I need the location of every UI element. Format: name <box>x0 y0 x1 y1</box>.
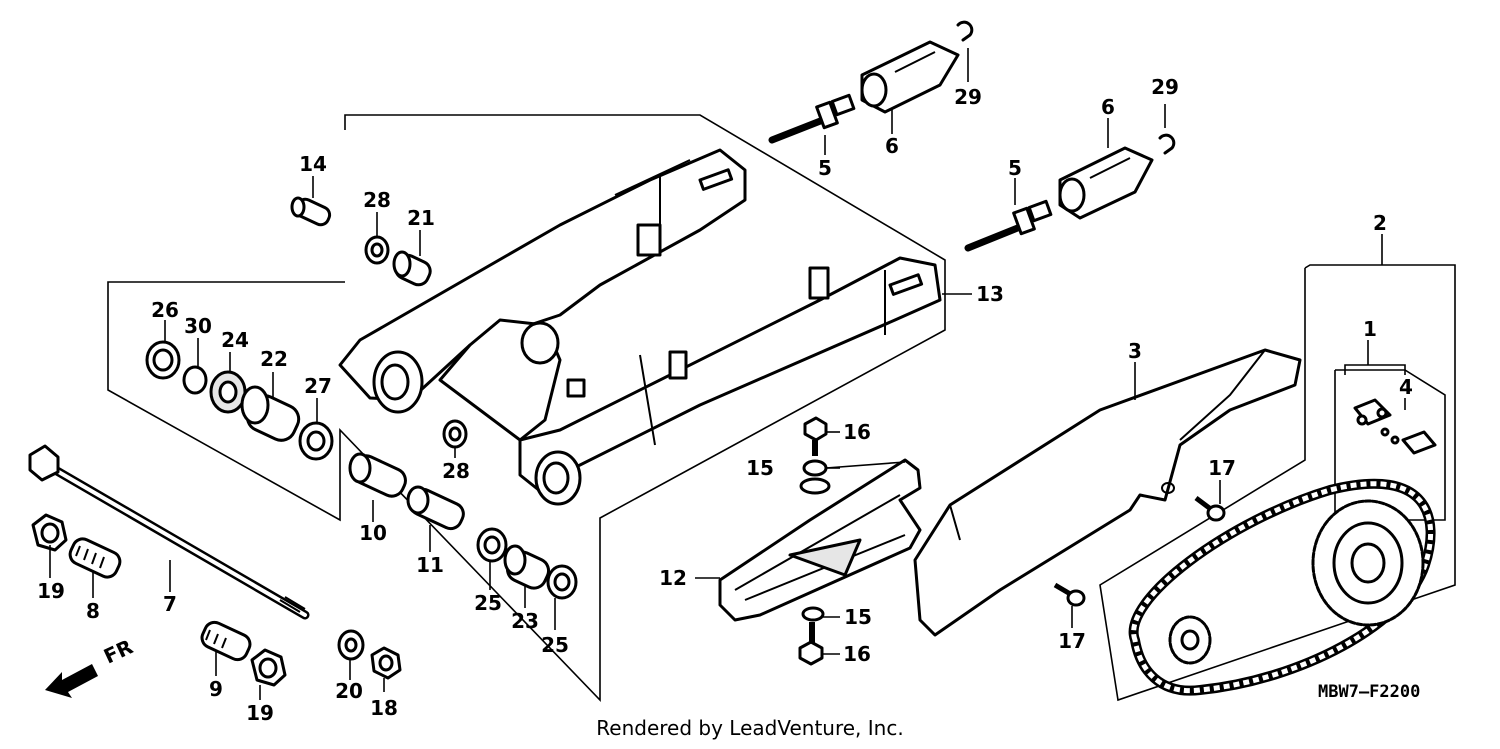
callout-3: 3 <box>1128 339 1142 363</box>
bolt-16b <box>798 622 824 666</box>
callout-24: 24 <box>221 328 249 352</box>
chain-joint-4 <box>1353 398 1437 455</box>
callout-numbers: 1 2 3 4 5 5 6 6 7 8 9 10 11 12 13 14 15 … <box>37 75 1413 725</box>
callout-22: 22 <box>260 347 288 371</box>
callout-7: 7 <box>163 592 177 616</box>
callout-2: 2 <box>1373 211 1387 235</box>
collar-11 <box>406 485 465 531</box>
washer-15a <box>802 459 828 477</box>
callout-19a: 19 <box>37 579 65 603</box>
front-arrow-label: FR <box>100 634 136 668</box>
clip-29b <box>1158 133 1176 155</box>
adjuster-bolt-5a <box>768 93 856 144</box>
collar-10 <box>348 452 407 498</box>
footer-credit: Rendered by LeadVenture, Inc. <box>596 716 904 740</box>
chain-case-3 <box>913 348 1302 637</box>
front-sprocket <box>1168 615 1212 665</box>
locknut-19a <box>31 513 68 552</box>
bearing-23 <box>503 544 551 590</box>
callout-13: 13 <box>976 282 1004 306</box>
callout-5a: 5 <box>818 156 832 180</box>
chain-slider-12 <box>718 458 922 622</box>
callout-27: 27 <box>304 374 332 398</box>
adjuster-bolt-5b <box>964 199 1053 252</box>
callout-20: 20 <box>335 679 363 703</box>
rear-sprocket <box>1311 499 1425 627</box>
adjust-bolt-9 <box>200 620 252 662</box>
callout-21: 21 <box>407 206 435 230</box>
nut-18 <box>370 646 402 680</box>
washer-15b <box>801 606 825 622</box>
callout-26: 26 <box>151 298 179 322</box>
screw-17b <box>1053 582 1086 607</box>
callout-1: 1 <box>1363 317 1377 341</box>
group-outline-chain-joint <box>1334 369 1446 521</box>
needle-bearing-22 <box>240 385 301 442</box>
callout-25a: 25 <box>474 591 502 615</box>
callout-19b: 19 <box>246 701 274 725</box>
adjust-bolt-8 <box>68 537 122 579</box>
screw-17a <box>1194 496 1226 522</box>
pivot-bolt-7 <box>28 444 310 620</box>
callout-14: 14 <box>299 152 327 176</box>
callout-15b: 15 <box>844 605 872 629</box>
leader-lines <box>49 48 1406 700</box>
callout-12: 12 <box>659 566 687 590</box>
drive-chain-2 <box>1128 478 1436 696</box>
callout-15a: 15 <box>746 456 774 480</box>
callout-6b: 6 <box>1101 95 1115 119</box>
clip-29a <box>956 20 974 42</box>
bushing-21 <box>392 250 432 287</box>
group-outline-chain <box>1099 264 1456 702</box>
callout-17b: 17 <box>1058 629 1086 653</box>
callout-16b: 16 <box>843 642 871 666</box>
callout-29b: 29 <box>1151 75 1179 99</box>
callout-4: 4 <box>1399 375 1413 399</box>
callout-10: 10 <box>359 521 387 545</box>
callout-11: 11 <box>416 553 444 577</box>
callout-16a: 16 <box>843 420 871 444</box>
callout-18: 18 <box>370 696 398 720</box>
callout-23: 23 <box>511 609 539 633</box>
front-direction-arrow: FR <box>45 634 136 698</box>
bolt-16a <box>803 416 828 456</box>
callout-8: 8 <box>86 599 100 623</box>
callout-5b: 5 <box>1008 156 1022 180</box>
adjuster-plate-6a <box>860 40 960 114</box>
group-outline-swingarm <box>107 114 946 702</box>
callout-28b: 28 <box>442 459 470 483</box>
circlip-30 <box>182 365 208 395</box>
callout-30: 30 <box>184 314 212 338</box>
swingarm-13 <box>338 148 942 506</box>
callout-6a: 6 <box>885 134 899 158</box>
collar-14 <box>290 196 332 227</box>
callout-29a: 29 <box>954 85 982 109</box>
diagram-code: MBW7—F2200 <box>1318 682 1420 702</box>
adjuster-plate-6b <box>1058 146 1154 220</box>
callout-25b: 25 <box>541 633 569 657</box>
callout-28a: 28 <box>363 188 391 212</box>
callout-17a: 17 <box>1208 456 1236 480</box>
locknut-19b <box>250 648 287 687</box>
callout-9: 9 <box>209 677 223 701</box>
